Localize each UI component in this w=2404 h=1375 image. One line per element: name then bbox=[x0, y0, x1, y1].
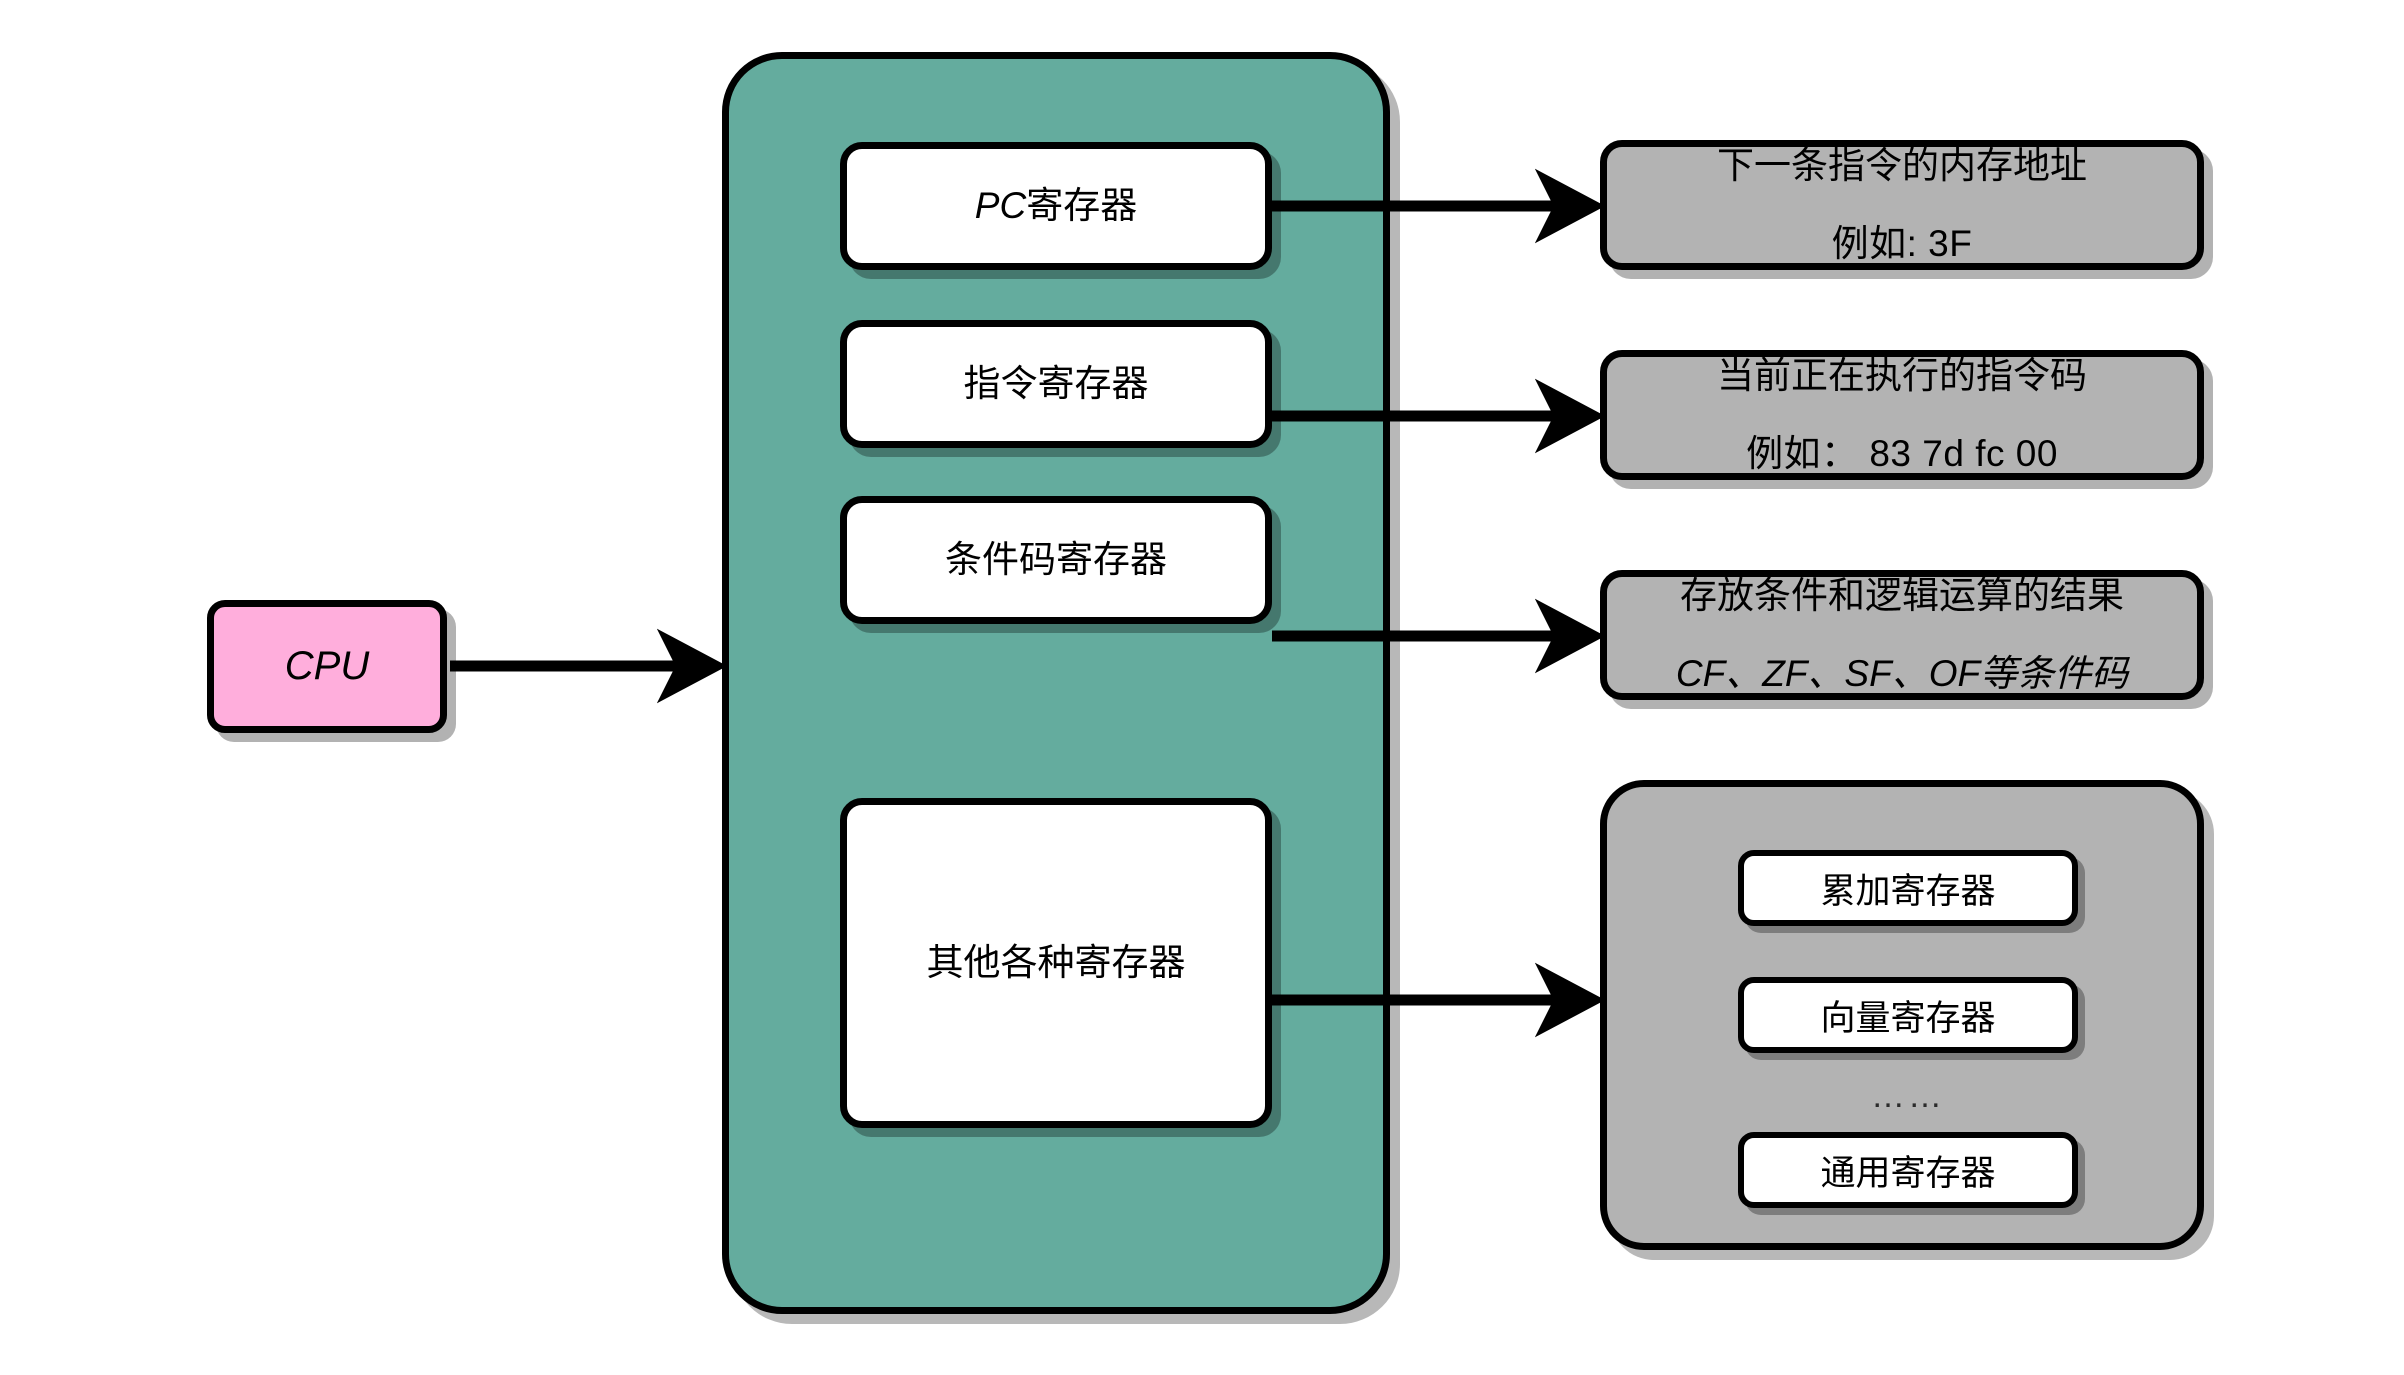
detail-box-instruction: 当前正在执行的指令码 例如： 83 7d fc 00 bbox=[1600, 350, 2204, 480]
register-label-others: 其他各种寄存器 bbox=[926, 942, 1186, 984]
register-box-others[interactable]: 其他各种寄存器 bbox=[840, 798, 1272, 1128]
register-box-general-purpose[interactable]: 通用寄存器 bbox=[1738, 1132, 2078, 1208]
register-box-pc[interactable]: PC寄存器 bbox=[840, 142, 1272, 270]
register-box-accumulator[interactable]: 累加寄存器 bbox=[1738, 850, 2078, 926]
other-registers-group: 累加寄存器 向量寄存器 …… 通用寄存器 bbox=[1600, 780, 2204, 1250]
pc-prefix-text: PC bbox=[974, 185, 1027, 227]
register-label-instruction: 指令寄存器 bbox=[963, 363, 1149, 405]
register-box-vector[interactable]: 向量寄存器 bbox=[1738, 977, 2078, 1053]
detail-box-condition-code: 存放条件和逻辑运算的结果 CF、ZF、SF、OF等条件码 bbox=[1600, 570, 2204, 700]
register-label-accumulator: 累加寄存器 bbox=[1820, 871, 1996, 911]
register-label-general-purpose: 通用寄存器 bbox=[1820, 1153, 1996, 1193]
detail-instruction-line2: 例如： 83 7d fc 00 bbox=[1746, 433, 2058, 474]
detail-condition-line2: CF、ZF、SF、OF等条件码 bbox=[1675, 653, 2129, 694]
detail-instruction-line1: 当前正在执行的指令码 bbox=[1717, 355, 2087, 397]
ellipsis-indicator: …… bbox=[1871, 1077, 1945, 1115]
pc-suffix-text: 寄存器 bbox=[1026, 185, 1138, 227]
register-box-instruction[interactable]: 指令寄存器 bbox=[840, 320, 1272, 448]
register-label-pc: PC寄存器 bbox=[975, 184, 1137, 228]
detail-condition-line1: 存放条件和逻辑运算的结果 bbox=[1680, 575, 2124, 617]
register-label-condition-code: 条件码寄存器 bbox=[945, 539, 1167, 581]
cpu-label: CPU bbox=[284, 643, 370, 688]
register-label-vector: 向量寄存器 bbox=[1820, 998, 1996, 1038]
register-box-condition-code[interactable]: 条件码寄存器 bbox=[840, 496, 1272, 624]
cpu-box[interactable]: CPU bbox=[207, 600, 447, 733]
detail-pc-line2: 例如: 3F bbox=[1831, 223, 1973, 264]
detail-box-pc: 下一条指令的内存地址 例如: 3F bbox=[1600, 140, 2204, 270]
detail-pc-line1: 下一条指令的内存地址 bbox=[1717, 145, 2087, 187]
